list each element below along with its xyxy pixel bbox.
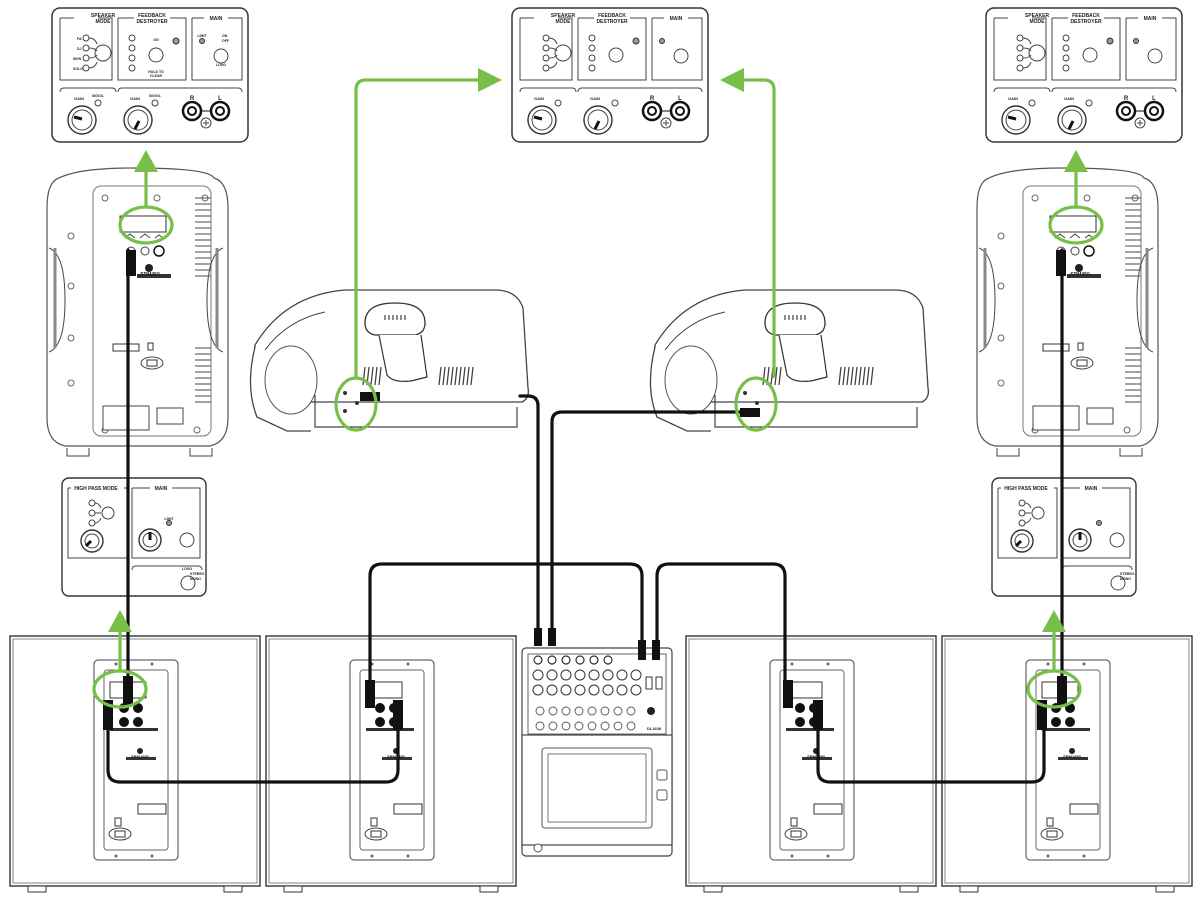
sub-model-label-1: SRM1850 xyxy=(131,754,150,759)
gain1-label: GAIN xyxy=(534,96,544,101)
high-pass-title: HIGH PASS MODE xyxy=(1004,486,1048,492)
speaker-model-label-right: SRM450 xyxy=(1070,272,1090,278)
fd-clear-label: CLEAR xyxy=(150,74,163,78)
cable-wedge-left-to-mixer xyxy=(518,394,540,632)
gain2-label: GAIN xyxy=(130,96,140,101)
feedback-destroyer-title: FEEDBACK xyxy=(1072,13,1100,19)
main-off-label: OFF xyxy=(222,39,230,43)
sub-control-panel-left xyxy=(60,476,208,598)
high-pass-title: HIGH PASS MODE xyxy=(74,486,118,492)
subwoofer-2 xyxy=(265,635,517,893)
mono-label: MONO xyxy=(1120,577,1131,581)
fd-on-label: ON xyxy=(153,38,159,42)
panel-text-center: SPEAKER MODE FEEDBACK DESTROYER MAIN GAI… xyxy=(534,13,683,102)
subwoofer-3 xyxy=(685,635,937,893)
digital-mixer xyxy=(521,647,673,857)
signal-cables xyxy=(106,248,1064,784)
sub-panel-text-right: HIGH PASS MODE MAIN STEREO MONO xyxy=(1004,486,1134,581)
speaker-mode-title: SPEAKER xyxy=(1025,13,1050,19)
cable-mixer-to-sub-2 xyxy=(368,562,644,682)
speaker-mode-title-2: MODE xyxy=(96,19,112,25)
feedback-destroyer-title-2: DESTROYER xyxy=(136,19,168,25)
limit-label: LIMIT xyxy=(197,34,207,38)
speaker-mode-title-2: MODE xyxy=(556,19,572,25)
rca-left-label: L xyxy=(218,96,222,102)
speaker-mode-title: SPEAKER xyxy=(91,13,116,19)
speaker-control-panel-center xyxy=(510,6,710,144)
sub-limit-label: LIMIT xyxy=(164,517,174,521)
gain2-label: GAIN xyxy=(590,96,600,101)
feedback-destroyer-title: FEEDBACK xyxy=(598,13,626,19)
speaker-mode-title-2: MODE xyxy=(1030,19,1046,25)
rca-right-label: R xyxy=(190,96,195,102)
rca-left-label: L xyxy=(1152,96,1156,102)
sub-logo-label: LOGO xyxy=(182,567,193,571)
gain1-label: GAIN xyxy=(1008,96,1018,101)
gain1-sig-label: SIG/OL xyxy=(92,94,105,98)
upright-speaker-right xyxy=(975,166,1160,458)
fd-hold-label: HOLD TO xyxy=(148,70,164,74)
mixer-model-label: DL1608 xyxy=(647,726,662,731)
rca-right-label: R xyxy=(650,96,655,102)
speaker-control-panel-right xyxy=(984,6,1184,144)
feedback-destroyer-title-2: DESTROYER xyxy=(596,19,628,25)
speaker-mode-title: SPEAKER xyxy=(551,13,576,19)
sub-panel-text-left: HIGH PASS MODE MAIN LIMIT LOGO STEREO MO… xyxy=(74,486,204,581)
sub-main-title: MAIN xyxy=(1085,486,1098,492)
gain2-sig-label: SIG/OL xyxy=(149,94,162,98)
highlight-circle-wedge-right xyxy=(734,376,778,432)
main-title: MAIN xyxy=(670,16,683,22)
sub-model-label-3: SRM1850 xyxy=(807,754,826,759)
sub-main-title: MAIN xyxy=(155,486,168,492)
cable-connectors xyxy=(103,250,1067,730)
mode-option-dj: DJ xyxy=(77,47,82,51)
panel-text-left: SPEAKER MODE PA DJ MON SOLO FEEDBACK DES… xyxy=(73,13,230,102)
rca-right-label: R xyxy=(1124,96,1129,102)
panel-text-right: SPEAKER MODE FEEDBACK DESTROYER MAIN GAI… xyxy=(1008,13,1157,102)
rca-left-label: L xyxy=(678,96,682,102)
cable-wedge-right-to-mixer xyxy=(550,410,754,632)
main-title: MAIN xyxy=(1144,16,1157,22)
gain1-label: GAIN xyxy=(74,96,84,101)
feedback-destroyer-title-2: DESTROYER xyxy=(1070,19,1102,25)
cable-sub-3-to-sub-4 xyxy=(816,722,1046,784)
mono-label: MONO xyxy=(190,577,201,581)
sub-control-panel-right xyxy=(990,476,1138,598)
main-title: MAIN xyxy=(210,16,223,22)
gain2-label: GAIN xyxy=(1064,96,1074,101)
sub-model-label-4: SRM1850 xyxy=(1063,754,1082,759)
wedge-monitor-right xyxy=(649,289,930,432)
mode-option-solo: SOLO xyxy=(73,67,83,71)
cable-mixer-to-sub-3 xyxy=(655,562,787,682)
speaker-model-label-left: SRM450 xyxy=(140,272,160,278)
main-on-label: ON xyxy=(222,34,228,38)
mode-option-pa: PA xyxy=(77,37,82,41)
upright-speaker-left xyxy=(45,166,230,458)
feedback-destroyer-title: FEEDBACK xyxy=(138,13,166,19)
stereo-label: STEREO xyxy=(190,572,205,576)
stereo-label: STEREO xyxy=(1120,572,1135,576)
wedge-monitor-left xyxy=(249,289,530,432)
cable-sub-2-to-sub-1 xyxy=(106,722,400,784)
highlight-callouts xyxy=(92,68,1104,709)
logo-label: LOGO xyxy=(216,63,227,67)
sub-model-label-2: SRM1850 xyxy=(387,754,406,759)
mode-option-mon: MON xyxy=(73,57,82,61)
